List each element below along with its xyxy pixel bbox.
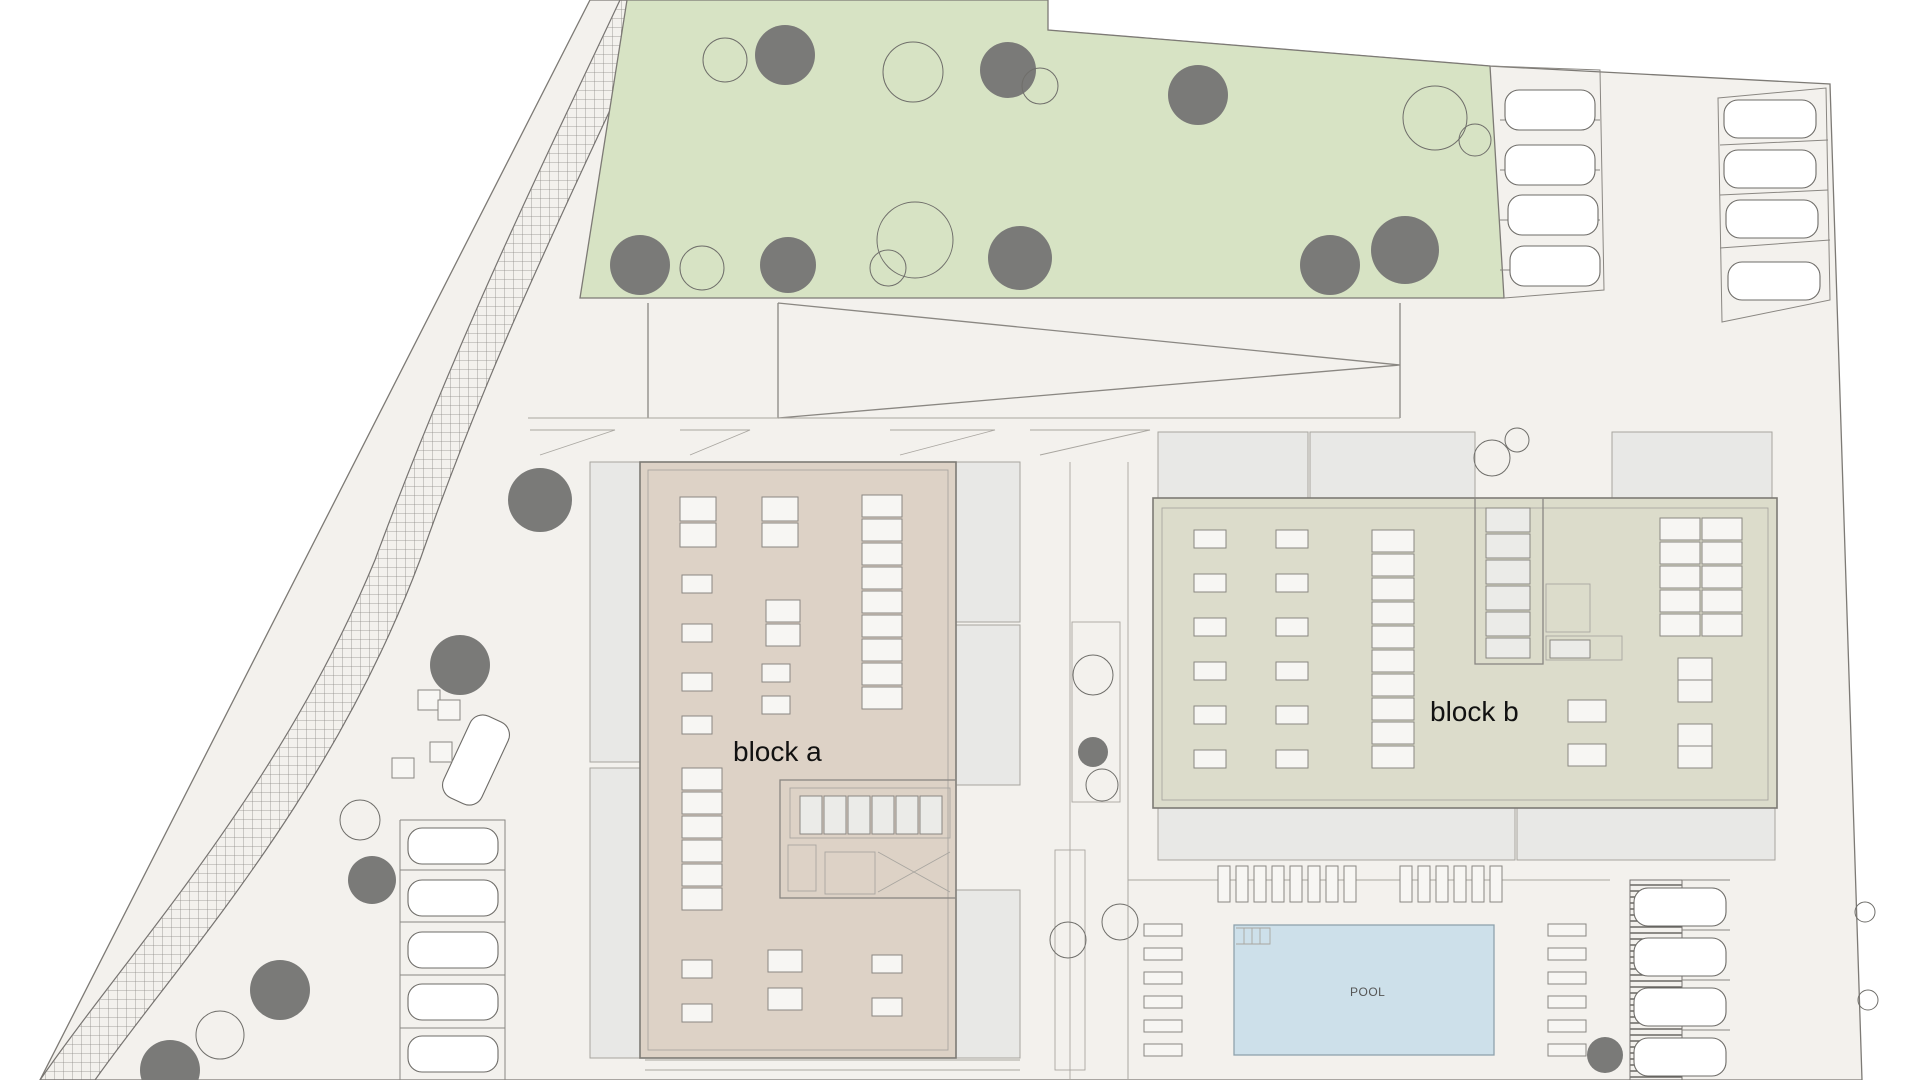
car-icon (1633, 937, 1727, 977)
tree-icon (195, 1010, 245, 1060)
parking-far-right (1717, 87, 1831, 323)
solar-panel-icon (679, 494, 903, 1023)
car-icon (1633, 1037, 1727, 1077)
tree-icon (702, 37, 748, 83)
tree-icon (1085, 768, 1119, 802)
tree-icon (882, 41, 944, 103)
car-icon (407, 879, 499, 917)
tree-icon (1049, 921, 1087, 959)
tree-icon (1371, 216, 1439, 284)
parking-west (391, 689, 510, 1080)
south-boundary (645, 1059, 1020, 1071)
tree-icon (140, 1040, 200, 1080)
tree-icon (755, 25, 815, 85)
tree-icon (1854, 901, 1876, 923)
car-icon (1504, 144, 1596, 186)
tree-icon (1168, 65, 1228, 125)
tree-icon (508, 468, 572, 532)
lawn-trees (610, 25, 1492, 295)
tree-icon (1458, 123, 1492, 157)
tree-icon (1587, 1037, 1623, 1073)
pool-area: POOL (1127, 860, 1610, 1080)
block-b: block b (1152, 497, 1778, 809)
solar-panel-icon (1193, 517, 1743, 769)
tree-icon (250, 960, 310, 1020)
tree-icon (430, 635, 490, 695)
pool-label: POOL (1350, 985, 1385, 999)
tree-icon (760, 237, 816, 293)
tree-icon (1473, 439, 1511, 477)
tree-icon (348, 856, 396, 904)
block-a-canopies (589, 461, 1021, 1059)
car-icon (407, 931, 499, 969)
tree-icon (1504, 427, 1530, 453)
tree-icon (980, 42, 1036, 98)
parking-top-right (1489, 65, 1605, 299)
tree-icon (1101, 903, 1139, 941)
block-b-label: block b (1430, 696, 1519, 727)
tree-icon (1021, 67, 1059, 105)
sun-loungers (1143, 865, 1587, 1057)
car-icon (1507, 194, 1599, 236)
driveway (528, 302, 1401, 456)
block-a-label: block a (733, 736, 822, 767)
tree-icon (988, 226, 1052, 290)
tree-icon (876, 201, 954, 279)
parking-south-east (1587, 879, 1879, 1080)
pool (1233, 924, 1495, 1056)
tree-icon (1857, 989, 1879, 1011)
car-icon (1509, 245, 1601, 287)
tree-icon (1402, 85, 1468, 151)
tree-icon (869, 249, 907, 287)
tree-icon (610, 235, 670, 295)
accessible-parking-icon (407, 1035, 499, 1073)
car-icon (1633, 887, 1727, 927)
tree-icon (1300, 235, 1360, 295)
car-icon (1723, 99, 1817, 139)
block-a: block a (639, 461, 957, 1059)
car-icon (407, 983, 499, 1021)
tree-icon (1072, 654, 1114, 696)
tree-icon (339, 799, 381, 841)
tree-icon (679, 245, 725, 291)
car-icon (1633, 987, 1727, 1027)
car-icon (1504, 89, 1596, 131)
car-icon (1727, 261, 1821, 301)
curved-paved-walkway (39, 0, 661, 1080)
central-garden-strip (1049, 462, 1139, 1080)
car-icon (1723, 149, 1817, 189)
car-icon (407, 827, 499, 865)
car-icon (1725, 199, 1819, 239)
tree-icon (1078, 737, 1108, 767)
car-icon (442, 714, 510, 806)
block-b-canopies (1157, 427, 1776, 861)
west-trees (140, 468, 572, 1080)
